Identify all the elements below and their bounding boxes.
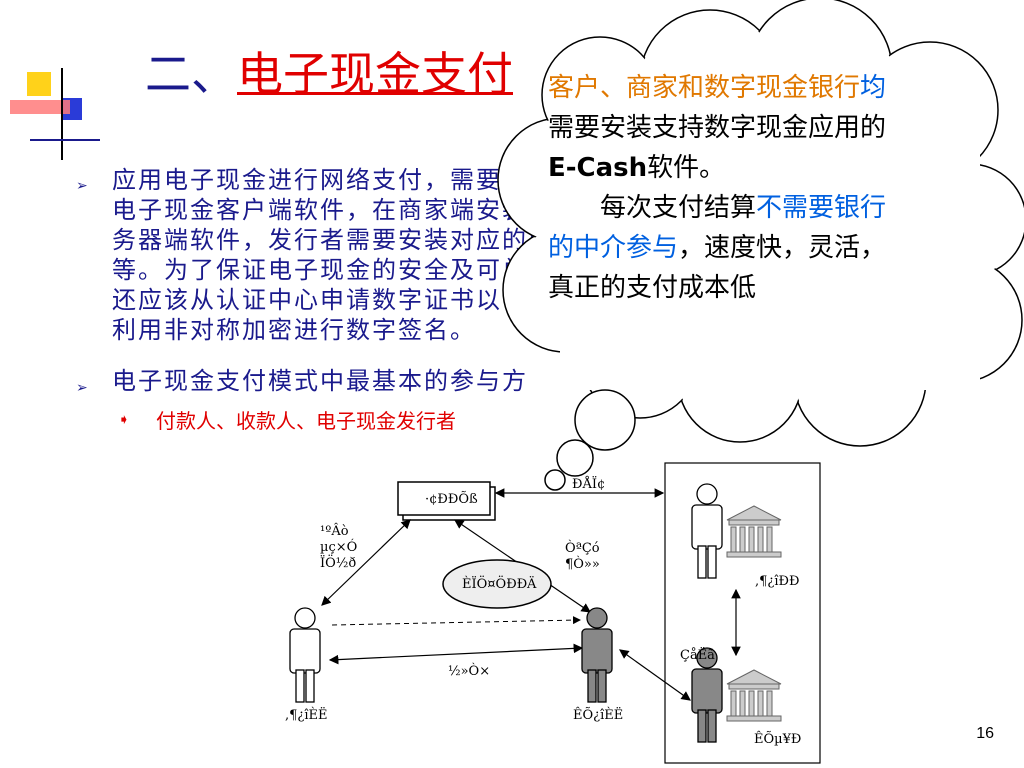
clearing-label: ÇåËã <box>680 648 715 663</box>
bullet-arrow-icon: ➢ <box>76 178 88 194</box>
payee-label: ÊÕ¿îÈË <box>573 708 624 723</box>
bullet-2: 电子现金支付模式中最基本的参与方 <box>112 367 528 395</box>
page-number: 16 <box>976 725 994 742</box>
info-label: ÐÅÏ¢ <box>572 477 606 492</box>
payee-bank-label: ÊÕµ¥Ð <box>754 732 802 747</box>
decoration-graphic <box>10 68 100 160</box>
payer-label: ,¶¿îÈË <box>285 708 328 723</box>
exchange-label: ÒªÇó¶Ò»» <box>565 541 600 572</box>
sub-bullet-icon: ➧ <box>118 412 130 428</box>
issuer-label: ·¢ÐÐÕß <box>425 492 478 507</box>
transaction-label: ½»Ò× <box>448 664 491 679</box>
sub-bullet: 付款人、收款人、电子现金发行者 <box>156 409 456 433</box>
bullet-arrow-icon: ➢ <box>76 380 88 396</box>
cloud-callout-text: 客户、商家和数字现金银行均需要安装支持数字现金应用的E-Cash软件。 每次支付… <box>548 73 887 303</box>
page-title: 二、电子现金支付 <box>145 47 513 101</box>
ca-label: ÈÏÖ¤ÖÐÐÄ <box>462 577 537 592</box>
payer-bank-label: ,¶¿îÐÐ <box>755 574 800 589</box>
